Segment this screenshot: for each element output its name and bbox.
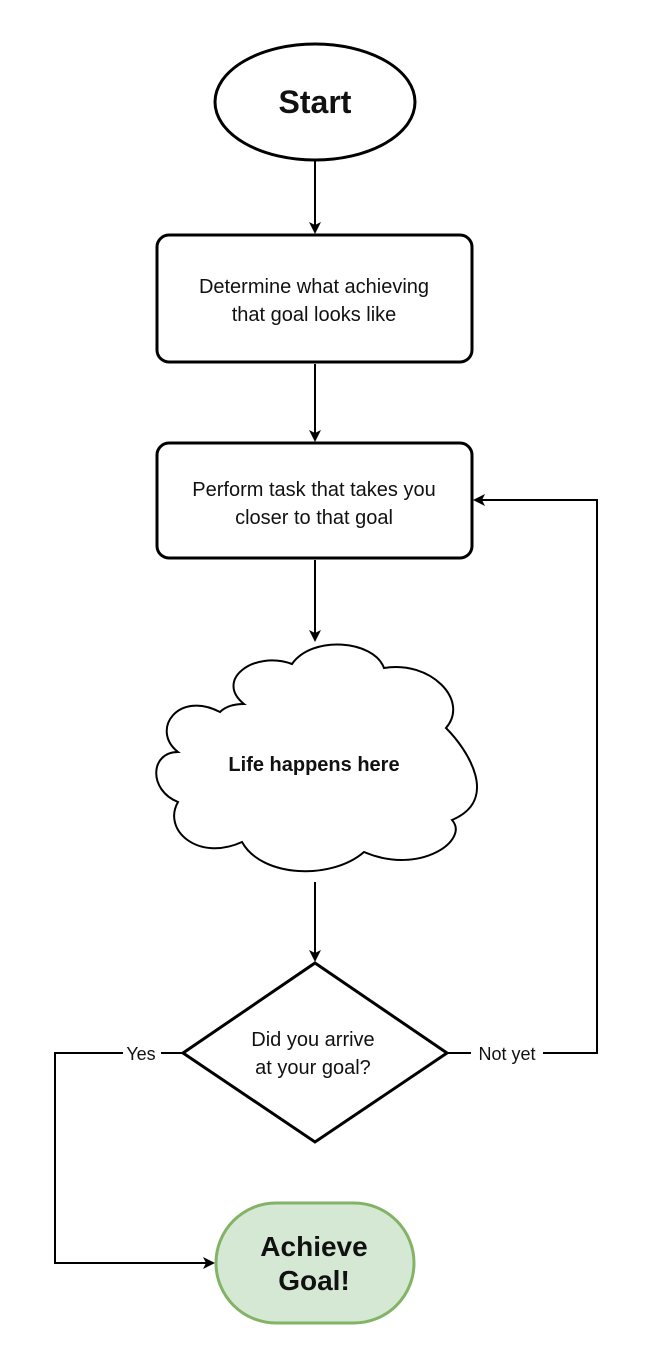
achieve-label-line1: Achieve xyxy=(260,1231,367,1262)
determine-label-line1: Determine what achieving xyxy=(199,276,429,298)
achieve-goal-node xyxy=(214,1201,416,1325)
life-happens-cloud xyxy=(155,643,478,873)
decision-node xyxy=(180,961,450,1144)
perform-label-line1: Perform task that takes you xyxy=(192,479,435,501)
determine-node xyxy=(155,233,474,364)
start-node xyxy=(213,42,417,162)
perform-node xyxy=(155,441,474,560)
perform-label-line2: closer to that goal xyxy=(235,507,393,529)
connector-yes-to-achieve xyxy=(54,1052,215,1269)
decision-label-line1: Did you arrive xyxy=(251,1029,374,1051)
decision-label-line2: at your goal? xyxy=(255,1057,371,1079)
achieve-label-line2: Goal! xyxy=(278,1265,350,1296)
not-yet-edge-label: Not yet xyxy=(478,1044,535,1064)
life-happens-label: Life happens here xyxy=(228,754,399,776)
determine-label-line2: that goal looks like xyxy=(232,304,397,326)
start-label: Start xyxy=(279,84,352,120)
yes-edge-label: Yes xyxy=(126,1044,155,1064)
